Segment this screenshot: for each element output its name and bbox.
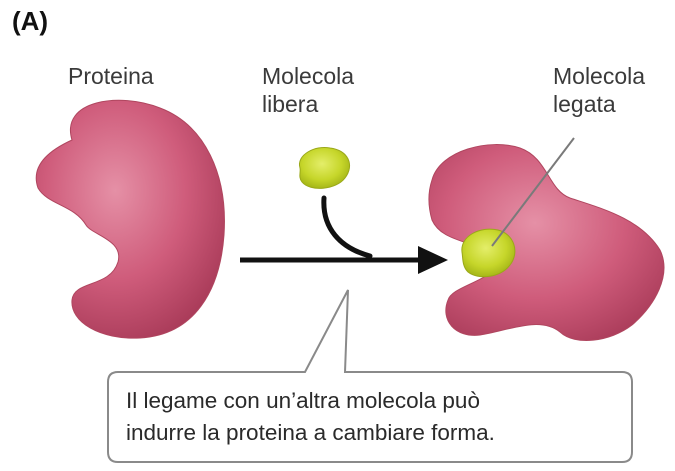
callout-line-1: Il legame con un’altra molecola può [126,385,626,417]
callout-text: Il legame con un’altra molecola può indu… [126,385,626,449]
callout-line-2: indurre la proteina a cambiare forma. [126,417,626,449]
binding-curve-arrow [324,198,370,256]
main-arrow-head [418,246,448,274]
free-ligand-shape [299,147,349,188]
free-protein-shape [36,100,224,338]
